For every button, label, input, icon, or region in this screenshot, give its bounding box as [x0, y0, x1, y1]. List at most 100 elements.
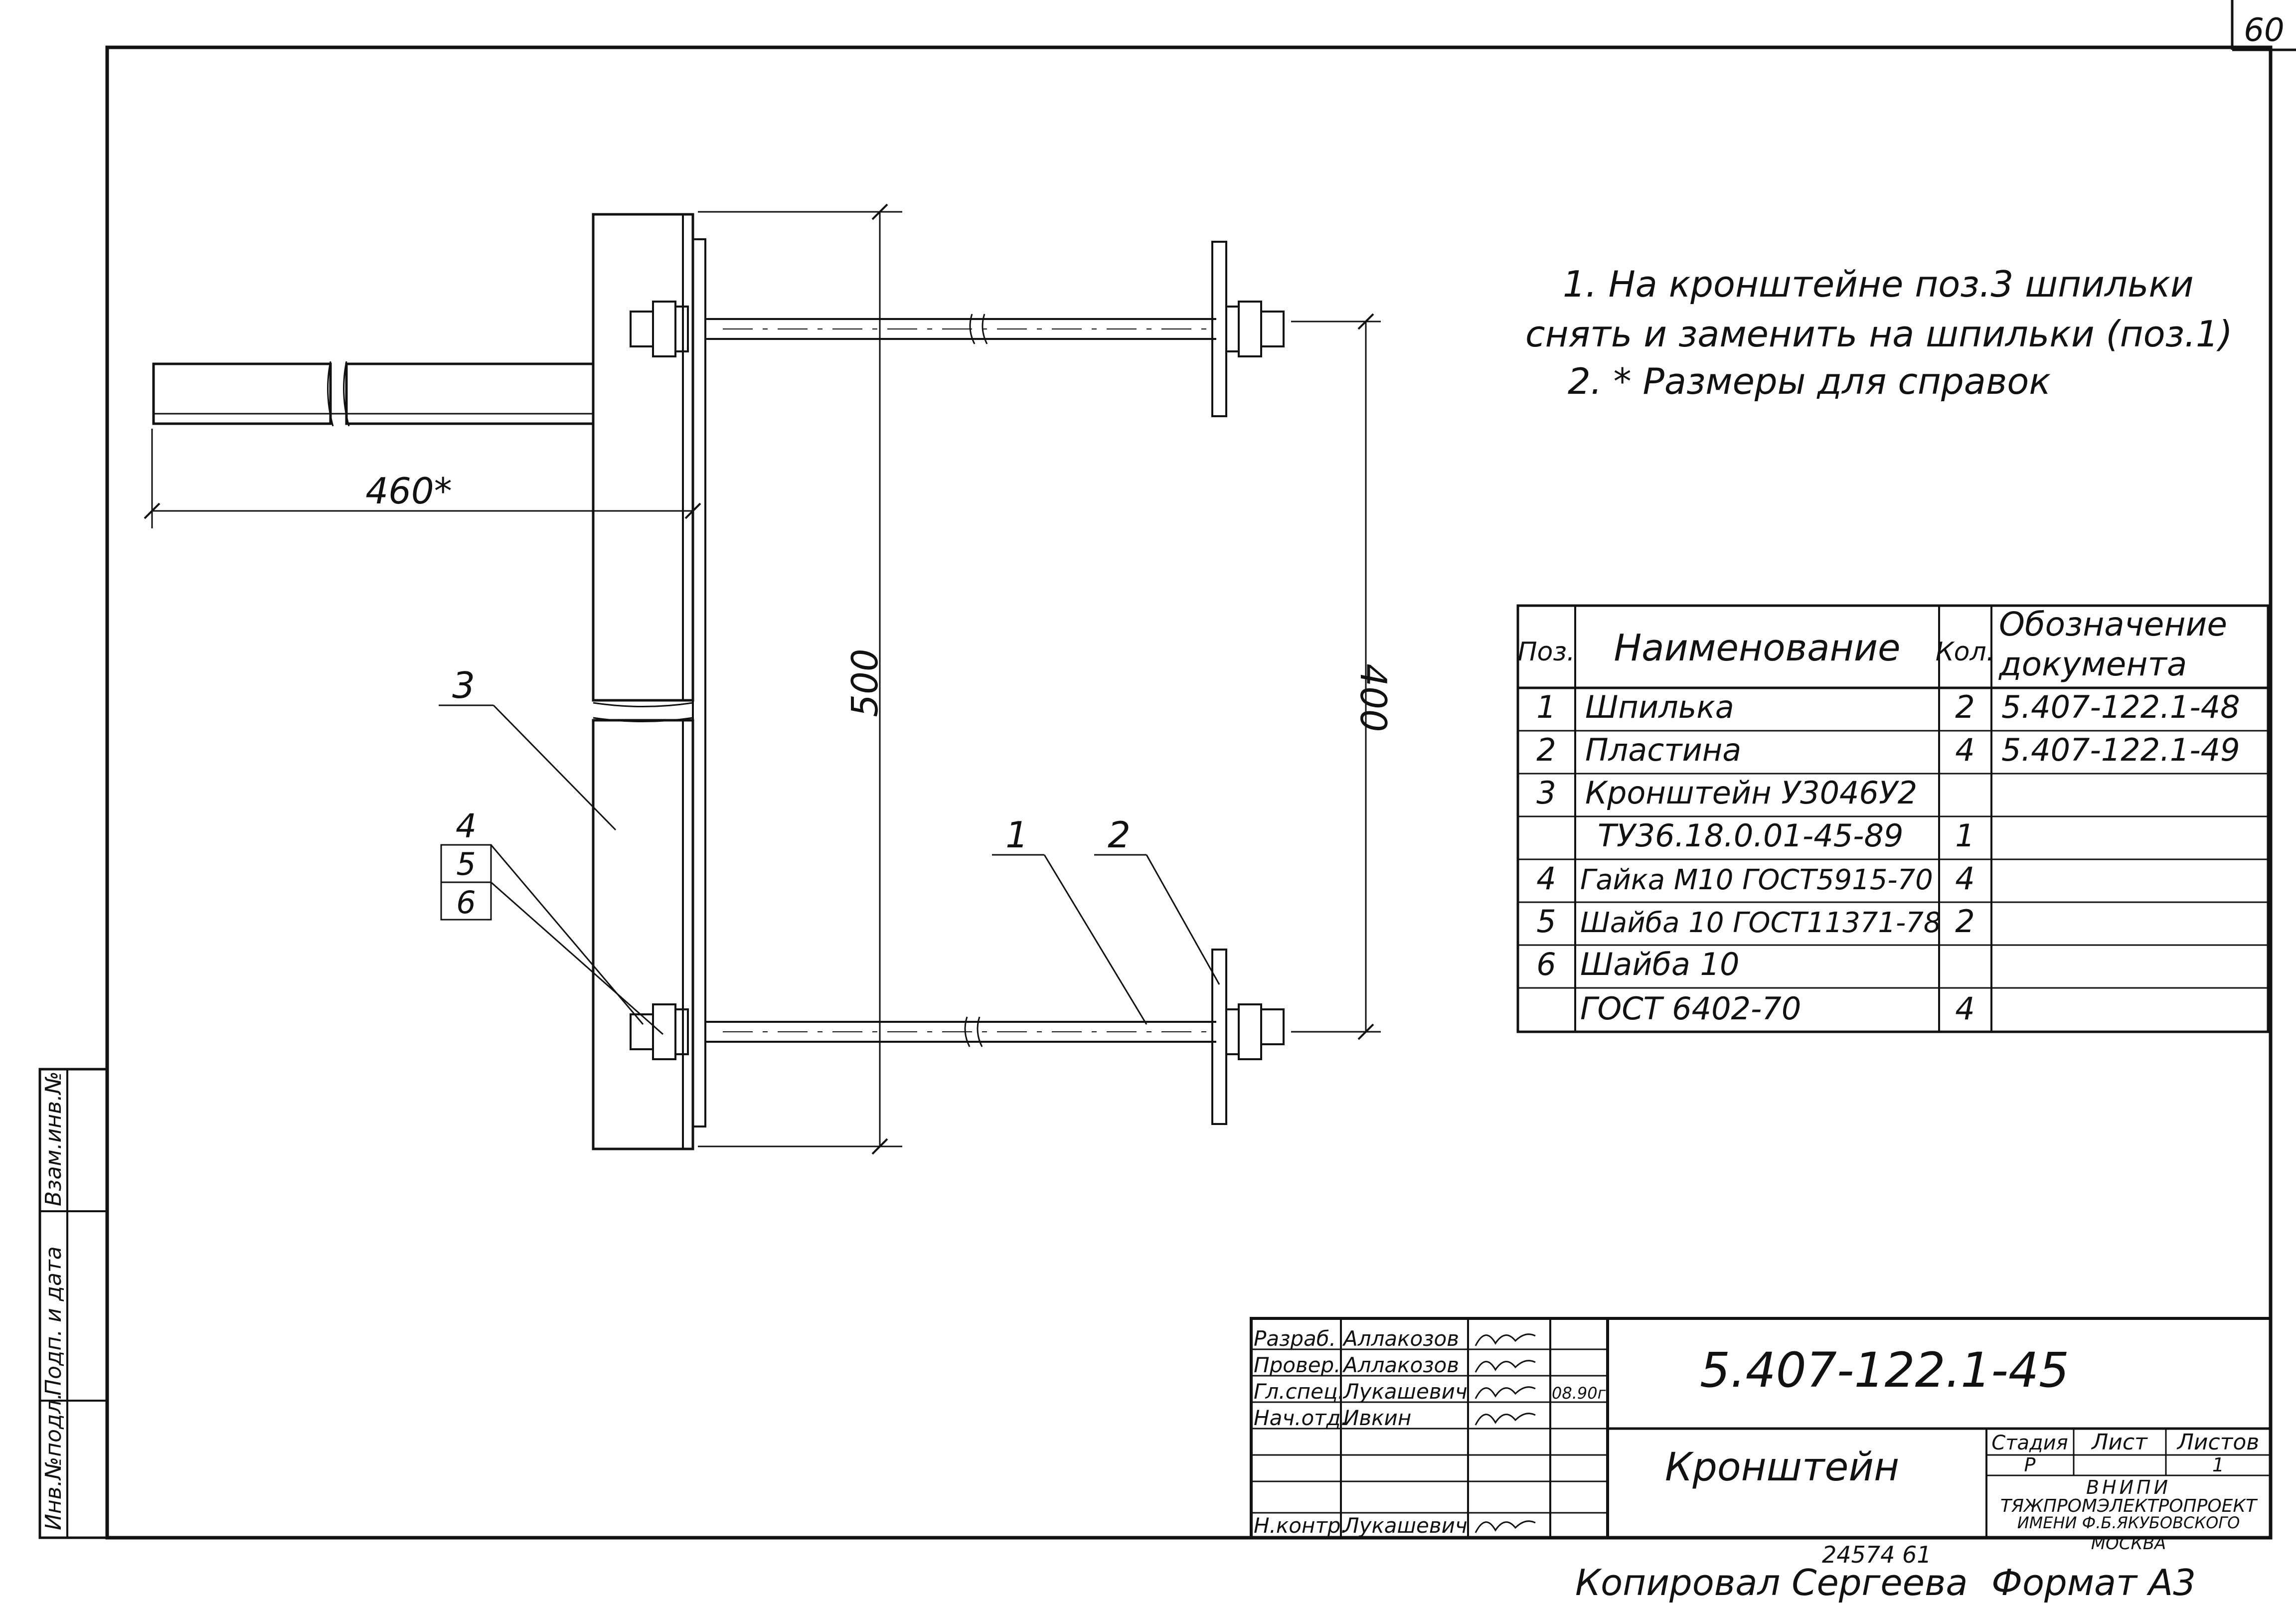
- callout-2-label: 2: [1108, 814, 1131, 856]
- callout-4-label: 4: [456, 807, 477, 845]
- svg-text:1: 1: [1536, 689, 1556, 725]
- svg-text:Аллакозов: Аллакозов: [1342, 1326, 1459, 1351]
- lower-stud: [630, 949, 1285, 1125]
- svg-text:Нач.отд.: Нач.отд.: [1254, 1406, 1347, 1430]
- stage-value: Р: [2024, 1454, 2036, 1476]
- svg-text:5.407-122.1-49: 5.407-122.1-49: [2001, 732, 2240, 768]
- callout-nut-washers: 4 5 6: [440, 807, 663, 1035]
- drawing-title: Кронштейн: [1665, 1445, 1899, 1490]
- svg-text:Лукашевич: Лукашевич: [1342, 1379, 1468, 1404]
- svg-text:2: 2: [1955, 689, 1974, 725]
- table-row: ГОСТ 6402-70 4: [1580, 990, 1975, 1027]
- svg-text:Гл.спец.: Гл.спец.: [1254, 1379, 1344, 1404]
- table-row: 6 Шайба 10: [1536, 946, 1739, 982]
- notes: 1. На кронштейне поз.3 шпильки снять и з…: [1525, 263, 2233, 402]
- signature-row: Н.контр. Лукашевич: [1254, 1513, 1536, 1538]
- sheets-label: Листов: [2176, 1430, 2259, 1455]
- table-row: 5 Шайба 10 ГОСТ11371-78 2: [1536, 903, 1974, 940]
- svg-text:Шпилька: Шпилька: [1585, 689, 1734, 725]
- signature-scribble: [1475, 1360, 1536, 1373]
- svg-text:ТУ36.18.0.01-45-89: ТУ36.18.0.01-45-89: [1598, 817, 1903, 854]
- sheets-value: 1: [2212, 1454, 2224, 1476]
- svg-text:Провер.: Провер.: [1254, 1353, 1341, 1377]
- callout-stud: 1: [992, 814, 1148, 1025]
- table-row: ТУ36.18.0.01-45-89 1: [1598, 817, 1975, 854]
- stage-label: Стадия: [1991, 1432, 2068, 1454]
- org-line-2: ТЯЖПРОМЭЛЕКТРОПРОЕКТ: [2000, 1496, 2258, 1516]
- horizontal-arm: [152, 361, 595, 427]
- dimension-500-label: 500: [844, 648, 886, 717]
- table-row: 1 Шпилька 2 5.407-122.1-48: [1536, 689, 2240, 725]
- org-line-4: МОСКВА: [2091, 1534, 2166, 1554]
- table-row: 3 Кронштейн У3046У2: [1536, 775, 1917, 811]
- sheet-label: Лист: [2091, 1430, 2148, 1455]
- signature-row: Нач.отд. Ивкин: [1254, 1406, 1536, 1430]
- bracket-column-lower: [592, 719, 694, 1150]
- signature-row: Провер. Аллакозов: [1254, 1353, 1536, 1377]
- svg-text:Шайба 10 ГОСТ11371-78: Шайба 10 ГОСТ11371-78: [1580, 907, 1942, 939]
- svg-text:Лукашевич: Лукашевич: [1342, 1513, 1468, 1538]
- note-line-1: 1. На кронштейне поз.3 шпильки: [1563, 263, 2194, 305]
- signature-scribble: [1475, 1413, 1536, 1426]
- upper-stud: [630, 241, 1285, 417]
- spec-header-qty: Кол.: [1936, 637, 1995, 667]
- paper-format: Формат А3: [1991, 1562, 2196, 1604]
- callout-3-label: 3: [452, 664, 475, 706]
- dimension-500: 500: [698, 203, 902, 1155]
- page-number: 60: [2244, 12, 2284, 49]
- svg-text:Ивкин: Ивкин: [1343, 1406, 1411, 1430]
- callout-5-label: 5: [456, 846, 476, 882]
- svg-text:Гайка М10 ГОСТ5915-70: Гайка М10 ГОСТ5915-70: [1580, 864, 1933, 896]
- svg-text:2: 2: [1536, 732, 1556, 768]
- svg-text:1: 1: [1955, 817, 1974, 854]
- dimension-400: 400: [1291, 313, 1394, 1040]
- svg-text:4: 4: [1955, 732, 1974, 768]
- callout-plate: 2: [1094, 814, 1220, 985]
- note-line-3: 2. * Размеры для справок: [1568, 360, 2051, 402]
- spec-header-pos: Поз.: [1517, 637, 1575, 667]
- spec-table: Поз. Наименование Кол. Обозначение докум…: [1516, 604, 2270, 1033]
- signature-scribble: [1475, 1333, 1536, 1346]
- signature-scribble: [1475, 1386, 1536, 1399]
- svg-text:5.407-122.1-48: 5.407-122.1-48: [2001, 689, 2240, 725]
- org-line-1: ВНИПИ: [2086, 1476, 2171, 1498]
- callout-bracket: 3: [439, 664, 617, 831]
- dimension-460: 460*: [144, 429, 701, 528]
- svg-text:Н.контр.: Н.контр.: [1254, 1513, 1347, 1538]
- svg-text:Аллакозов: Аллакозов: [1342, 1353, 1459, 1377]
- bracket-plate: [692, 238, 706, 1127]
- svg-text:Пластина: Пластина: [1585, 732, 1741, 768]
- table-row: 4 Гайка М10 ГОСТ5915-70 4: [1536, 860, 1974, 897]
- svg-text:ГОСТ 6402-70: ГОСТ 6402-70: [1580, 990, 1801, 1027]
- svg-text:2: 2: [1955, 903, 1974, 940]
- svg-text:4: 4: [1955, 990, 1974, 1027]
- side-stamp: Инв.№подл. Подп. и дата Взам.инв.№: [38, 1068, 109, 1539]
- dimension-400-label: 400: [1352, 663, 1394, 732]
- table-row: 2 Пластина 4 5.407-122.1-49: [1536, 732, 2240, 768]
- bracket-column-upper: [592, 213, 694, 702]
- bracket-assembly: 460* 500 400 3 4: [144, 203, 1394, 1155]
- callout-6-label: 6: [456, 884, 476, 921]
- svg-text:3: 3: [1536, 775, 1556, 811]
- svg-text:4: 4: [1955, 860, 1974, 897]
- spec-header-doc-1: Обозначение: [1999, 605, 2227, 644]
- note-line-2: снять и заменить на шпильки (поз.1): [1525, 313, 2233, 355]
- dimension-460-label: 460*: [365, 470, 452, 512]
- spec-header-name: Наименование: [1614, 627, 1900, 669]
- copied-by: Копировал Сергеева: [1575, 1562, 1968, 1604]
- svg-text:5: 5: [1536, 903, 1556, 940]
- side-stamp-sign-label: Подп. и дата: [41, 1246, 66, 1396]
- side-stamp-inv-label: Инв.№подл.: [41, 1393, 66, 1530]
- doc-number: 5.407-122.1-45: [1700, 1342, 2069, 1398]
- drawing-frame: [105, 45, 2273, 1540]
- side-stamp-replace-label: Взам.инв.№: [41, 1071, 66, 1206]
- callout-1-label: 1: [1005, 814, 1028, 856]
- svg-text:4: 4: [1536, 860, 1556, 897]
- title-block: Разраб. Аллакозов Провер. Аллакозов Гл.с…: [1250, 1317, 2272, 1539]
- svg-text:08.90г.: 08.90г.: [1552, 1384, 1611, 1403]
- svg-text:6: 6: [1536, 946, 1556, 982]
- page-number-box: 60: [2231, 0, 2296, 51]
- signature-scribble: [1475, 1520, 1536, 1533]
- signature-row: Гл.спец. Лукашевич 08.90г.: [1254, 1379, 1611, 1404]
- svg-text:Кронштейн У3046У2: Кронштейн У3046У2: [1585, 775, 1917, 811]
